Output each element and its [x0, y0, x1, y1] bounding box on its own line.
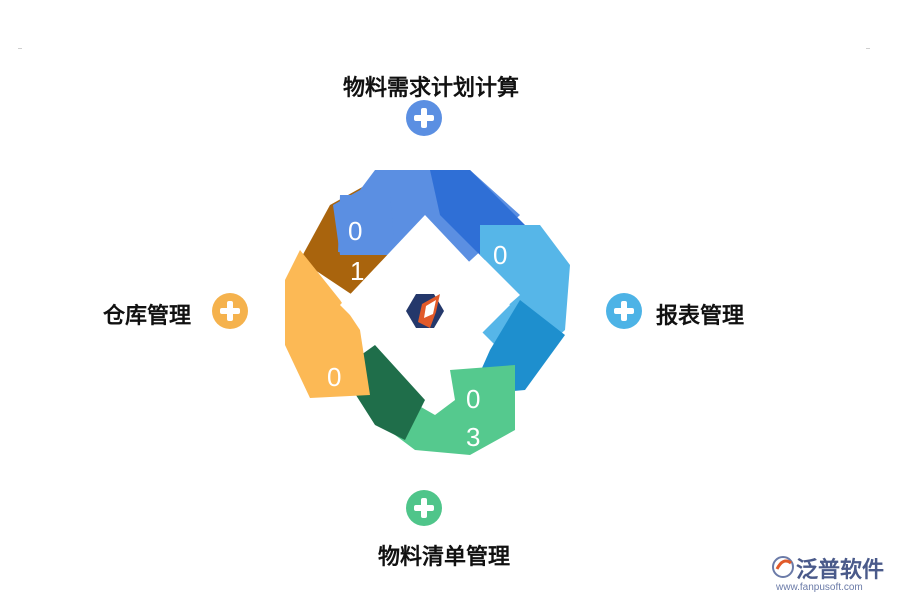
- node-label-top: 物料需求计划计算: [343, 76, 520, 101]
- plus-icon-left[interactable]: [212, 293, 248, 329]
- number-seg1: 0: [348, 216, 362, 246]
- node-label-right: 报表管理: [656, 304, 745, 329]
- number-seg4: 0: [327, 362, 341, 392]
- segment-left-arrow: [285, 250, 370, 398]
- watermark-brand: 泛普软件: [796, 558, 885, 583]
- number-seg3: 0: [466, 384, 480, 414]
- node-label-bottom: 物料清单管理: [378, 545, 511, 570]
- watermark-url: www.fanpusoft.com: [776, 582, 863, 593]
- corner-mark: [18, 48, 22, 49]
- number-seg2: 0: [493, 240, 507, 270]
- logo-icon: [406, 294, 444, 328]
- segment-top-head: [338, 195, 395, 252]
- plus-icon-right[interactable]: [606, 293, 642, 329]
- plus-icon-top[interactable]: [406, 100, 442, 136]
- cycle-segment-left: [285, 250, 370, 398]
- plus-icon-bottom[interactable]: [406, 490, 442, 526]
- corner-mark: [866, 48, 870, 49]
- brand-logo-icon: [772, 556, 794, 578]
- number-seg3b: 3: [466, 422, 480, 452]
- number-seg1b: 1: [350, 256, 364, 286]
- node-label-left: 仓库管理: [103, 304, 192, 329]
- segment-bottom-arrow: [375, 365, 515, 455]
